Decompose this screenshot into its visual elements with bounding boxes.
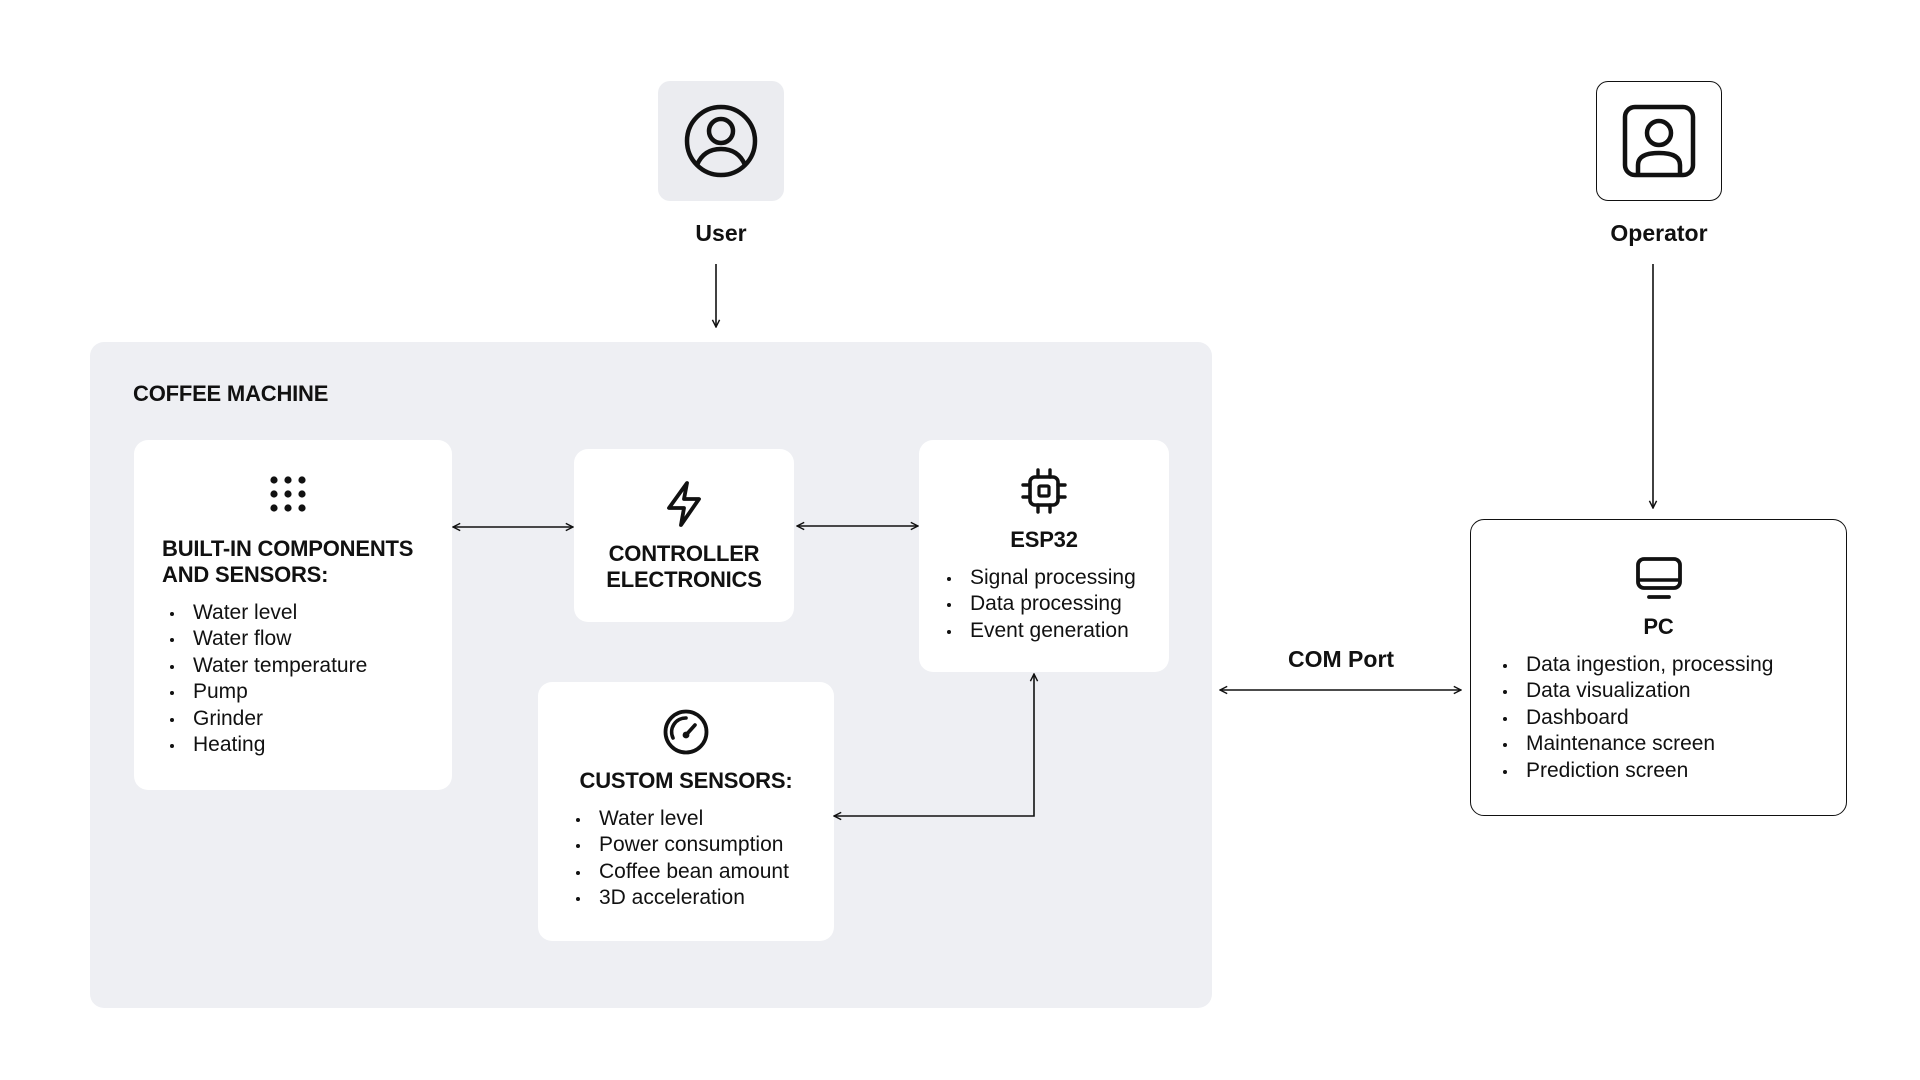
pc-list: Data ingestion, processing Data visualiz… xyxy=(1495,652,1846,784)
user-actor xyxy=(658,81,784,201)
list-item: Data ingestion, processing xyxy=(1495,652,1846,678)
user-circle-icon xyxy=(684,104,758,178)
list-item: Water temperature xyxy=(162,653,452,679)
esp32-list: Signal processing Data processing Event … xyxy=(939,565,1169,644)
pc-title: PC xyxy=(1643,614,1674,639)
user-square-icon xyxy=(1622,104,1696,178)
list-item: Maintenance screen xyxy=(1495,731,1846,757)
custom-sensors-title: CUSTOM SENSORS: xyxy=(579,768,793,793)
list-item: Water level xyxy=(162,600,452,626)
sensors-esp32-arrow xyxy=(834,674,1034,816)
list-item: Pump xyxy=(162,679,452,705)
list-item: Coffee bean amount xyxy=(568,859,834,885)
list-item: Dashboard xyxy=(1495,705,1846,731)
chip-icon xyxy=(1021,468,1067,514)
pc-card: PC Data ingestion, processing Data visua… xyxy=(1470,519,1847,816)
esp32-title: ESP32 xyxy=(1010,527,1078,552)
com-port-label: COM Port xyxy=(1288,646,1395,672)
list-item: Data visualization xyxy=(1495,678,1846,704)
list-item: Water level xyxy=(568,806,834,832)
list-item: Heating xyxy=(162,732,452,758)
controller-electronics-card: CONTROLLER ELECTRONICS xyxy=(574,449,794,622)
gauge-icon xyxy=(663,709,709,755)
coffee-machine-title: COFFEE MACHINE xyxy=(133,381,329,406)
built-in-components-card: BUILT-IN COMPONENTS AND SENSORS: Water l… xyxy=(134,440,452,790)
list-item: Water flow xyxy=(162,626,452,652)
esp32-card: ESP32 Signal processing Data processing … xyxy=(919,440,1169,672)
operator-actor xyxy=(1596,81,1722,201)
operator-label: Operator xyxy=(1610,220,1708,246)
monitor-icon xyxy=(1635,557,1682,599)
list-item: Grinder xyxy=(162,706,452,732)
list-item: Event generation xyxy=(939,618,1169,644)
custom-sensors-card: CUSTOM SENSORS: Water level Power consum… xyxy=(538,682,834,941)
custom-sensors-list: Water level Power consumption Coffee bea… xyxy=(568,806,834,912)
user-label: User xyxy=(695,220,747,246)
list-item: Prediction screen xyxy=(1495,758,1846,784)
list-item: Data processing xyxy=(939,591,1169,617)
controller-title: CONTROLLER ELECTRONICS xyxy=(606,541,762,592)
list-item: 3D acceleration xyxy=(568,885,834,911)
list-item: Signal processing xyxy=(939,565,1169,591)
lightning-icon xyxy=(667,481,701,527)
built-in-list: Water level Water flow Water temperature… xyxy=(162,600,452,758)
built-in-title: BUILT-IN COMPONENTS AND SENSORS: xyxy=(162,536,414,587)
dots-grid-icon xyxy=(270,476,306,512)
list-item: Power consumption xyxy=(568,832,834,858)
